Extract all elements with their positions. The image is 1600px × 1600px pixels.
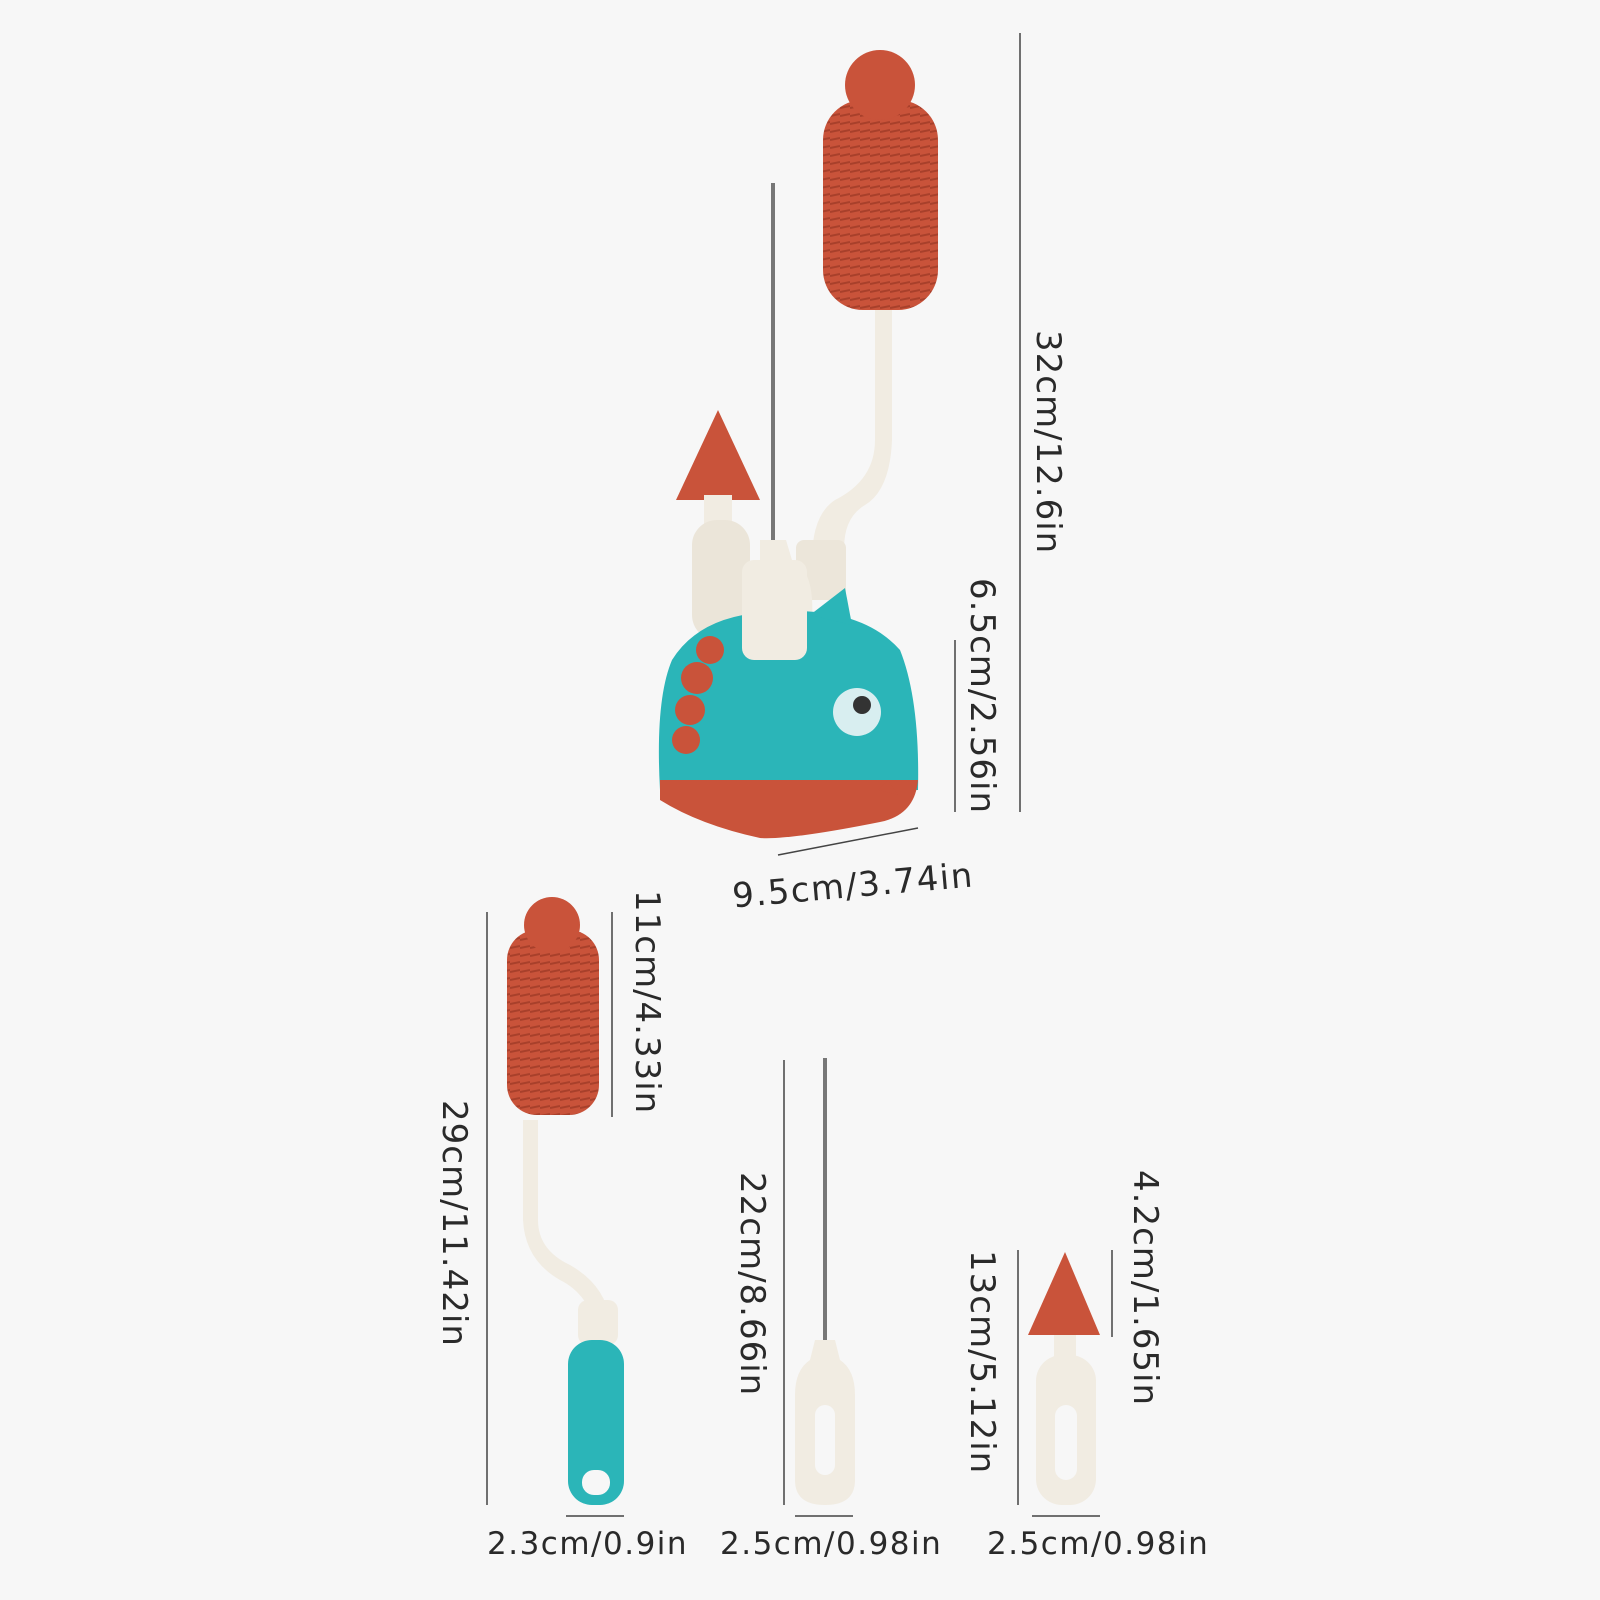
dimension-lines — [486, 33, 1113, 1517]
stand-with-brushes — [658, 50, 938, 839]
nipple-brush — [1028, 1252, 1100, 1505]
nipple-brush-width-label: 2.5cm/0.98in — [987, 1526, 1210, 1562]
large-brush-head — [823, 100, 938, 310]
straw-brush-length-label: 22cm/8.66in — [732, 1172, 772, 1397]
bottle-brush-head-label: 11cm/4.33in — [627, 890, 667, 1115]
bottle-brush-width-label: 2.3cm/0.9in — [487, 1526, 689, 1562]
total-height-label: 32cm/12.6in — [1028, 330, 1068, 555]
bottle-brush — [507, 897, 624, 1505]
dinosaur-stand-body — [658, 611, 919, 790]
nipple-brush-length-label: 13cm/5.12in — [962, 1250, 1002, 1475]
straw-brush — [795, 1058, 855, 1505]
bottle-brush-length-label: 29cm/11.42in — [434, 1100, 474, 1347]
straw-brush-width-label: 2.5cm/0.98in — [720, 1526, 943, 1562]
stand-height-label: 6.5cm/2.56in — [962, 578, 1002, 815]
nipple-brush-head-label: 4.2cm/1.65in — [1125, 1170, 1165, 1407]
